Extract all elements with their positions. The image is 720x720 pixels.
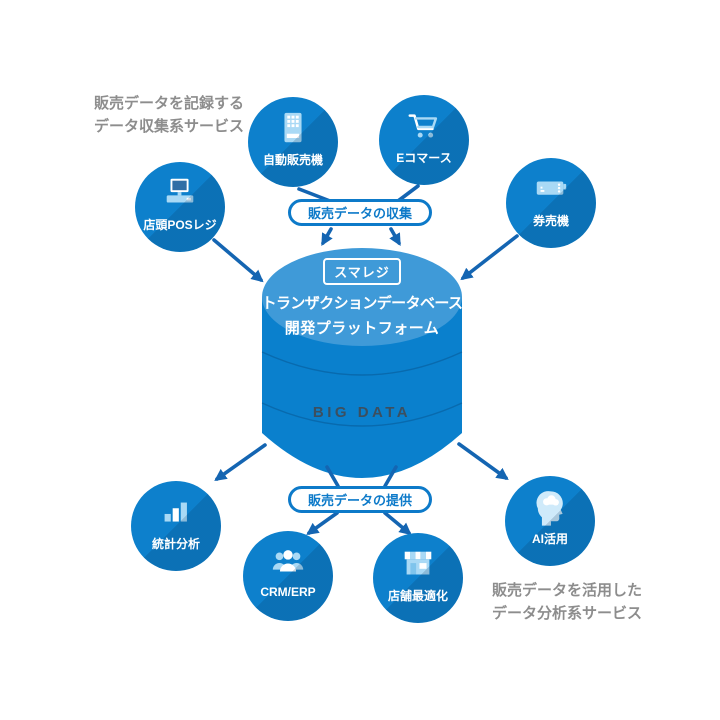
- node-crm-erp: CRM/ERP: [243, 531, 333, 621]
- database-title-line1: トランザクションデータベース: [261, 295, 463, 312]
- caption-data-analysis: 販売データを活用した データ分析系サービス: [492, 579, 642, 626]
- arrow-db-to-stats: [214, 443, 267, 481]
- node-label: 店舗最適化: [387, 589, 448, 603]
- cylinder-ring-2: [261, 402, 463, 427]
- database-title-line2: 開発プラットフォーム: [284, 320, 440, 337]
- line-db-to-provide-pill-right: [383, 465, 398, 488]
- node-ai: AI活用: [505, 476, 595, 566]
- arrow-collect-pill-to-db-left: [321, 227, 333, 246]
- node-statistics: 統計分析: [131, 481, 221, 571]
- arrow-ticket-to-db: [460, 234, 519, 281]
- node-label: 自動販売機: [262, 153, 323, 167]
- smaregi-badge: スマレジ: [323, 258, 401, 285]
- node-ticket-machine: 券売機: [506, 158, 596, 248]
- node-label: AI活用: [531, 532, 568, 546]
- shopping-cart-icon: [405, 107, 443, 147]
- node-ecommerce: Eコマース: [379, 95, 469, 185]
- node-pos-register: 店頭POSレジ: [135, 162, 225, 252]
- caption-line: データ収集系サービス: [94, 118, 245, 136]
- caption-data-collection: 販売データを記録する データ収集系サービス: [94, 92, 244, 139]
- node-label: CRM/ERP: [260, 585, 316, 599]
- node-label: 統計分析: [151, 537, 200, 551]
- database-labels: スマレジ トランザクションデータベース 開発プラットフォーム BIG DATA: [258, 248, 466, 421]
- bar-chart-icon: [157, 493, 195, 533]
- arrow-pos-to-db: [212, 238, 264, 283]
- collect-pill: 販売データの収集: [288, 199, 432, 226]
- cylinder-top: [262, 248, 462, 346]
- arrow-provide-pill-to-store: [383, 511, 412, 536]
- provide-pill: 販売データの提供: [288, 486, 432, 513]
- line-ecommerce-to-collect-pill: [396, 184, 420, 203]
- node-vending-machine: 自動販売機: [248, 97, 338, 187]
- pos-register-icon: [161, 174, 199, 214]
- node-store-optimization: 店舗最適化: [373, 533, 463, 623]
- arrow-provide-pill-to-crm: [306, 511, 339, 535]
- caption-line: 販売データを活用した: [492, 582, 643, 599]
- line-db-to-provide-pill-left: [325, 465, 340, 488]
- big-data-label: BIG DATA: [312, 404, 412, 421]
- node-label: Eコマース: [396, 151, 452, 165]
- caption-line: データ分析系サービス: [492, 605, 643, 623]
- cylinder-body: [262, 297, 462, 478]
- cylinder-ring-1: [261, 351, 463, 376]
- vending-machine-icon: [274, 109, 312, 149]
- ai-head-icon: [531, 488, 569, 528]
- arrow-db-to-ai: [457, 442, 509, 480]
- caption-line: 販売データを記録する: [94, 95, 245, 112]
- storefront-icon: [399, 545, 437, 585]
- ticket-machine-icon: [532, 170, 570, 210]
- arrow-collect-pill-to-db-right: [389, 227, 401, 246]
- node-label: 券売機: [532, 214, 569, 228]
- people-group-icon: [269, 543, 307, 583]
- node-label: 店頭POSレジ: [143, 218, 217, 232]
- database-cylinder: [261, 248, 463, 478]
